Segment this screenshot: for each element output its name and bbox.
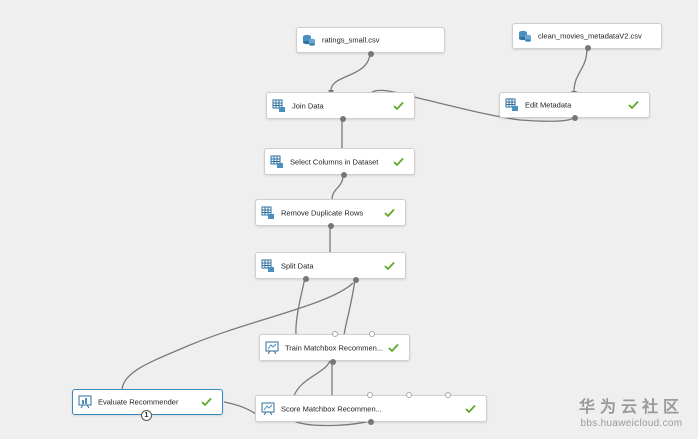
check-icon [201, 397, 212, 407]
check-icon [393, 157, 404, 166]
module-clean-movies-metadata-csv[interactable]: clean_movies_metadataV2.csv [512, 23, 662, 51]
check-icon [393, 101, 404, 110]
module-join-data[interactable]: Join Data [266, 92, 415, 122]
module-label: clean_movies_metadataV2.csv [538, 31, 642, 41]
module-label: Edit Metadata [525, 100, 572, 110]
input-port[interactable] [406, 392, 412, 398]
output-port[interactable] [368, 51, 374, 57]
module-select-columns[interactable]: Select Columns in Dataset [264, 148, 415, 178]
input-port[interactable] [445, 392, 451, 398]
check-icon [465, 404, 476, 413]
input-port[interactable] [369, 331, 375, 337]
check-icon [628, 100, 639, 110]
watermark-url: bbs.huaweicloud.com [580, 418, 683, 429]
output-port[interactable] [368, 419, 374, 425]
train-icon [265, 341, 279, 354]
check-icon [388, 343, 399, 352]
module-evaluate-recommender[interactable]: Evaluate Recommender 1 [72, 389, 223, 421]
output-port[interactable] [341, 172, 347, 178]
module-icon [505, 98, 518, 111]
evaluate-icon [78, 395, 92, 409]
input-port[interactable] [332, 331, 338, 337]
module-label: Evaluate Recommender [98, 397, 179, 407]
module-edit-metadata[interactable]: Edit Metadata [499, 92, 650, 121]
train-icon [261, 402, 275, 415]
module-label: Score Matchbox Recommen... [281, 404, 382, 413]
watermark: 华为云社区 bbs.huaweicloud.com [579, 393, 684, 429]
module-label: Train Matchbox Recommen... [285, 343, 384, 352]
module-train-matchbox-recommender[interactable]: Train Matchbox Recommen... [259, 331, 410, 365]
check-icon [384, 261, 395, 270]
dataset-icon [303, 34, 315, 46]
module-label: Remove Duplicate Rows [281, 208, 364, 217]
module-label: Join Data [292, 101, 324, 110]
output-port[interactable] [328, 223, 334, 229]
output-port[interactable] [330, 359, 336, 365]
module-label: ratings_small.csv [322, 35, 380, 45]
output-port[interactable] [585, 45, 591, 51]
module-icon [261, 206, 274, 219]
module-icon [270, 155, 283, 168]
output-port-badge[interactable]: 1 [141, 410, 152, 421]
module-icon [261, 259, 274, 272]
module-ratings-small-csv[interactable]: ratings_small.csv [296, 27, 445, 57]
module-icon [272, 99, 285, 112]
module-label: Select Columns in Dataset [290, 157, 379, 166]
output-port[interactable] [572, 115, 578, 121]
output-port-left[interactable] [303, 276, 309, 282]
module-split-data[interactable]: Split Data [255, 252, 406, 283]
output-port-right[interactable] [353, 277, 359, 283]
input-port[interactable] [367, 392, 373, 398]
watermark-text: 华为云社区 [578, 397, 684, 416]
module-score-matchbox-recommender[interactable]: Score Matchbox Recommen... [255, 392, 487, 425]
module-label: Split Data [281, 261, 314, 270]
dataset-icon [519, 30, 531, 42]
module-remove-duplicate-rows[interactable]: Remove Duplicate Rows [255, 199, 406, 229]
check-icon [384, 208, 395, 217]
output-port[interactable] [340, 116, 346, 122]
